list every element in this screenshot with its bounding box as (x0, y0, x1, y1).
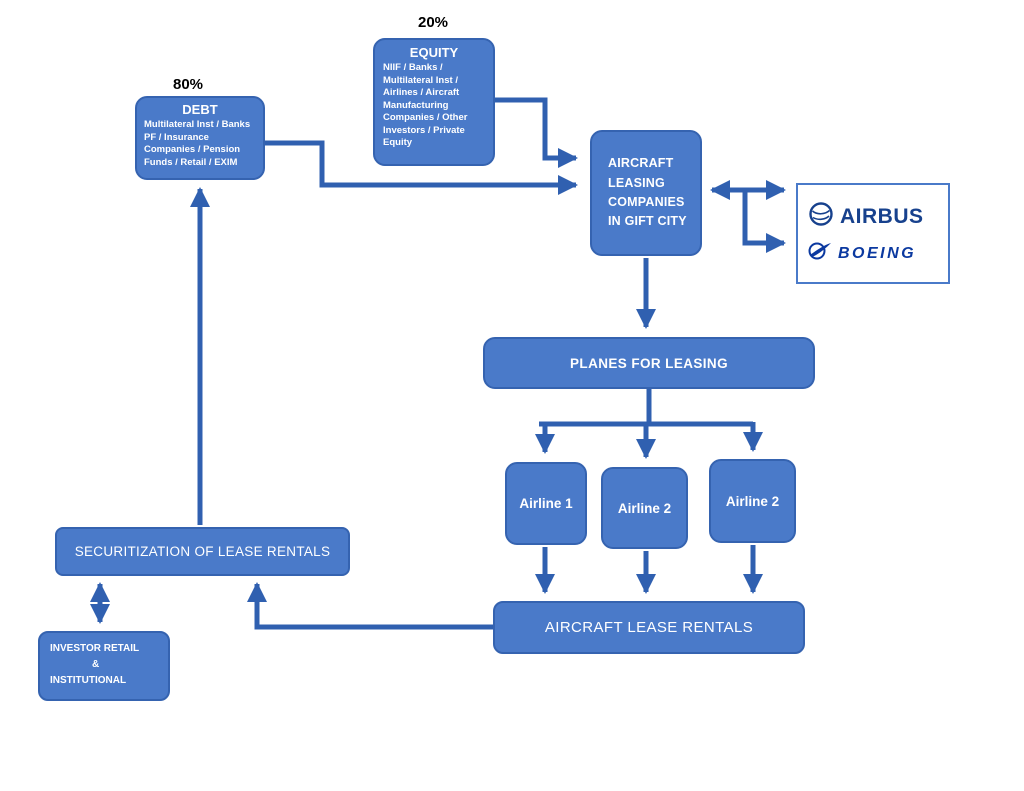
aircraft-leasing-companies-label: AIRCRAFT LEASING COMPANIES IN GIFT CITY (608, 156, 687, 229)
aircraft-leasing-companies-box: AIRCRAFT LEASING COMPANIES IN GIFT CITY (590, 130, 702, 256)
aircraft-lease-rentals-box: AIRCRAFT LEASE RENTALS (493, 601, 805, 654)
equity-box: EQUITY NIIF / Banks / Multilateral Inst … (373, 38, 495, 166)
airline-3-box: Airline 2 (709, 459, 796, 543)
airline-3-label: Airline 2 (725, 493, 780, 509)
investor-retail-institutional-box: INVESTOR RETAIL & INSTITUTIONAL (38, 631, 170, 701)
planes-for-leasing-label: PLANES FOR LEASING (570, 355, 728, 371)
airline-1-box: Airline 1 (505, 462, 587, 545)
boeing-wordmark: BOEING (838, 244, 917, 262)
manufacturers-box: AIRBUS BOEING (796, 183, 950, 284)
arrow-equity-to-leasing (495, 97, 579, 168)
arrow-rentals-to-securitization (247, 581, 493, 630)
equity-title: EQUITY (409, 45, 459, 60)
arrow-leasing-to-boeing (742, 192, 787, 253)
boeing-row: BOEING (808, 241, 938, 266)
airbus-wordmark: AIRBUS (840, 204, 924, 228)
airline-2-label: Airline 2 (617, 500, 672, 516)
investors-line-1: INVESTOR RETAIL (50, 643, 140, 654)
debt-box: DEBT Multilateral Inst / Banks PF / Insu… (135, 96, 265, 180)
securitization-label: SECURITIZATION OF LEASE RENTALS (74, 544, 331, 559)
planes-for-leasing-box: PLANES FOR LEASING (483, 337, 815, 389)
airline-2-box: Airline 2 (601, 467, 688, 549)
boeing-logo-icon (808, 241, 832, 266)
equity-body-text: NIIF / Banks / Multilateral Inst / Airli… (383, 62, 468, 149)
investors-line-3: INSTITUTIONAL (50, 675, 127, 686)
aircraft-lease-rentals-label: AIRCRAFT LEASE RENTALS (544, 619, 754, 636)
airline-1-label: Airline 1 (519, 496, 573, 511)
airbus-logo-icon (808, 201, 834, 232)
connector-planes-split (539, 389, 753, 427)
securitization-box: SECURITIZATION OF LEASE RENTALS (55, 527, 350, 576)
airbus-row: AIRBUS (808, 201, 938, 232)
debt-percentage-label: 80% (173, 76, 204, 93)
debt-body-text: Multilateral Inst / Banks PF / Insurance… (144, 119, 251, 168)
investors-line-2: & (92, 659, 100, 670)
equity-percentage-label: 20% (418, 14, 449, 31)
arrow-debt-to-leasing (265, 140, 579, 195)
debt-title: DEBT (182, 102, 218, 117)
